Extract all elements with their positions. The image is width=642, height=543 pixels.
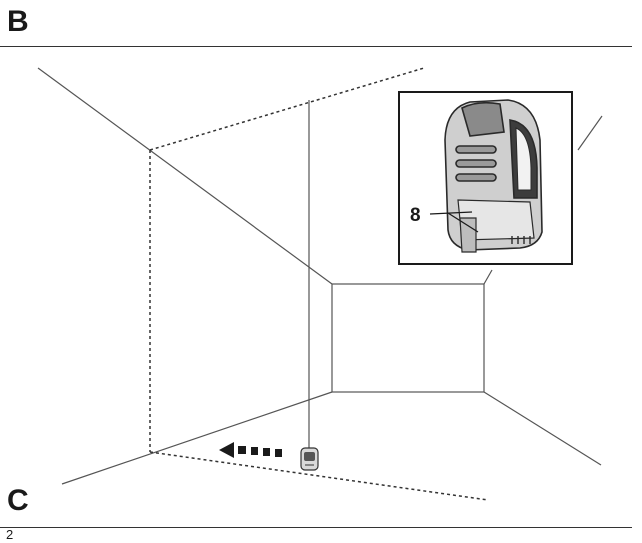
laser-device-detail bbox=[444, 99, 543, 253]
callout-leader bbox=[429, 211, 479, 233]
laser-ceiling-line bbox=[149, 67, 425, 151]
section-label-c: C bbox=[7, 484, 29, 517]
top-divider bbox=[0, 46, 632, 47]
arrow-dash-2 bbox=[251, 447, 258, 455]
section-label-b: B bbox=[7, 5, 29, 38]
floor-right-edge bbox=[483, 391, 602, 466]
ceiling-left-edge bbox=[37, 67, 333, 285]
ceiling-right-edge-far bbox=[577, 115, 603, 151]
ceiling-right-edge bbox=[483, 269, 493, 285]
arrow-dash-3 bbox=[263, 448, 270, 456]
detail-inset: 8 bbox=[398, 91, 573, 265]
direction-arrow bbox=[219, 442, 282, 458]
arrow-dash-4 bbox=[275, 449, 282, 457]
floor-left-edge bbox=[61, 391, 333, 485]
laser-floor-line bbox=[149, 451, 489, 501]
laser-device-small bbox=[300, 447, 319, 471]
arrow-head bbox=[219, 442, 234, 458]
callout-8-label: 8 bbox=[410, 205, 421, 226]
room-outline bbox=[37, 67, 603, 485]
back-wall bbox=[331, 283, 485, 393]
laser-lines bbox=[149, 67, 489, 501]
bottom-divider bbox=[0, 527, 632, 528]
arrow-dash-1 bbox=[238, 446, 246, 454]
page-number: 2 bbox=[6, 527, 14, 542]
